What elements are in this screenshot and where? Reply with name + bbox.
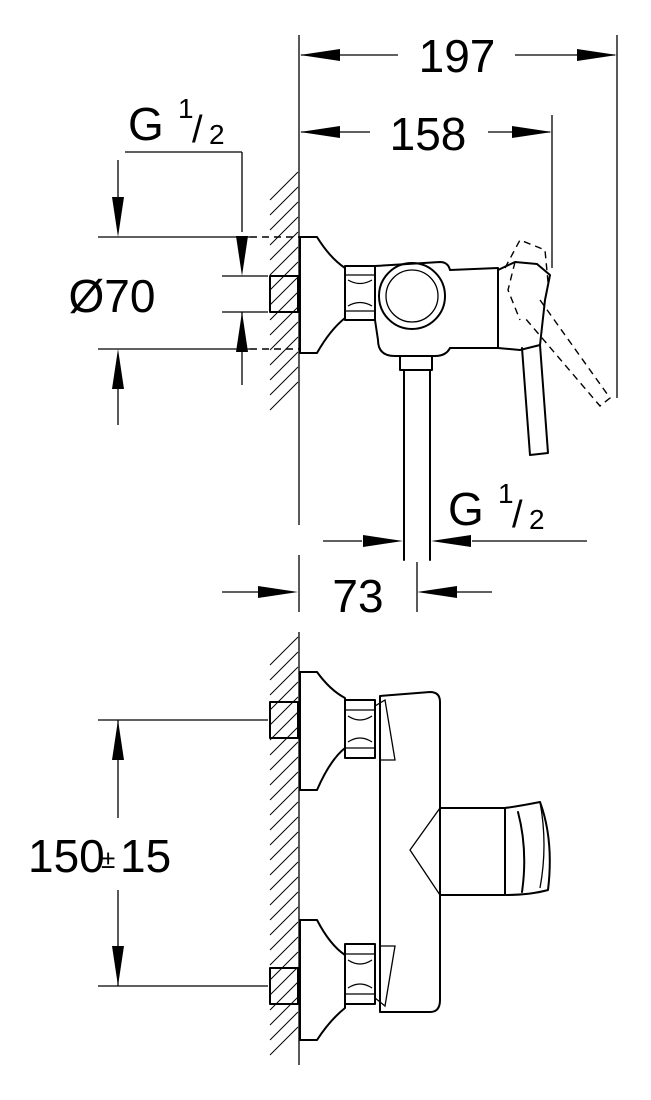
dim-overall-depth: 197 [300, 30, 618, 398]
inlet-nipple [269, 275, 299, 313]
dim-outlet-thread: G 1 / 2 [323, 478, 587, 547]
dim-inlet-spacing-label: 150 [28, 830, 105, 882]
upper-union-nut [344, 699, 376, 759]
mixer-body-front [379, 691, 441, 1013]
lever-alt-position [504, 239, 611, 407]
handle-cap-inner [539, 801, 545, 889]
handle-cap-edge [517, 811, 526, 893]
outlet-thread-base: G [448, 483, 484, 535]
body-joint-upper [374, 698, 396, 761]
dim-diameter: Ø70 [69, 160, 250, 425]
dim-lever-depth-label: 158 [390, 108, 467, 160]
wall-hatch-top [269, 171, 299, 411]
upper-rosette [299, 671, 346, 791]
outlet-thread-denominator: 2 [529, 504, 545, 535]
outlet-thread-numerator: 1 [498, 478, 514, 509]
dim-outlet-offset-label: 73 [332, 570, 383, 622]
wall-hatch-bottom [269, 636, 299, 1056]
lower-inlet-nipple [269, 967, 299, 1005]
union-nut [344, 265, 376, 321]
dim-lever-depth: 158 [300, 108, 553, 268]
outlet-thread-slash: / [512, 494, 523, 536]
dim-inlet-spacing: 150 ± 15 [28, 719, 268, 987]
inlet-thread-denominator: 2 [209, 119, 225, 150]
side-view: 197 158 G 1 / 2 [69, 30, 618, 622]
upper-inlet-nipple [269, 701, 299, 739]
handle-barrel [439, 807, 506, 896]
lower-rosette [299, 919, 346, 1041]
front-view: 150 ± 15 [28, 632, 551, 1065]
wall-rosette [299, 236, 346, 354]
inlet-thread-base: G [128, 98, 164, 150]
dim-inlet-tolerance-sign: ± [101, 844, 115, 874]
body-bevel [409, 807, 441, 896]
dim-inlet-tolerance-value: 15 [120, 830, 171, 882]
body-joint-lower [374, 945, 396, 1008]
inlet-thread-slash: / [192, 109, 203, 151]
handle-cap [504, 801, 551, 896]
inlet-thread-numerator: 1 [178, 93, 194, 124]
dim-overall-depth-label: 197 [419, 30, 496, 82]
dim-inlet-thread: G 1 / 2 [125, 93, 268, 385]
valve-cover [378, 262, 446, 330]
lever-handle [521, 344, 549, 456]
lever-base [497, 261, 551, 351]
valve-cover-inner [385, 269, 439, 323]
lower-union-nut [344, 943, 376, 1005]
dim-outlet-offset: 73 [222, 562, 492, 622]
mixer-body [374, 261, 499, 357]
dim-diameter-label: Ø70 [69, 270, 156, 322]
outlet-stub [399, 355, 433, 371]
